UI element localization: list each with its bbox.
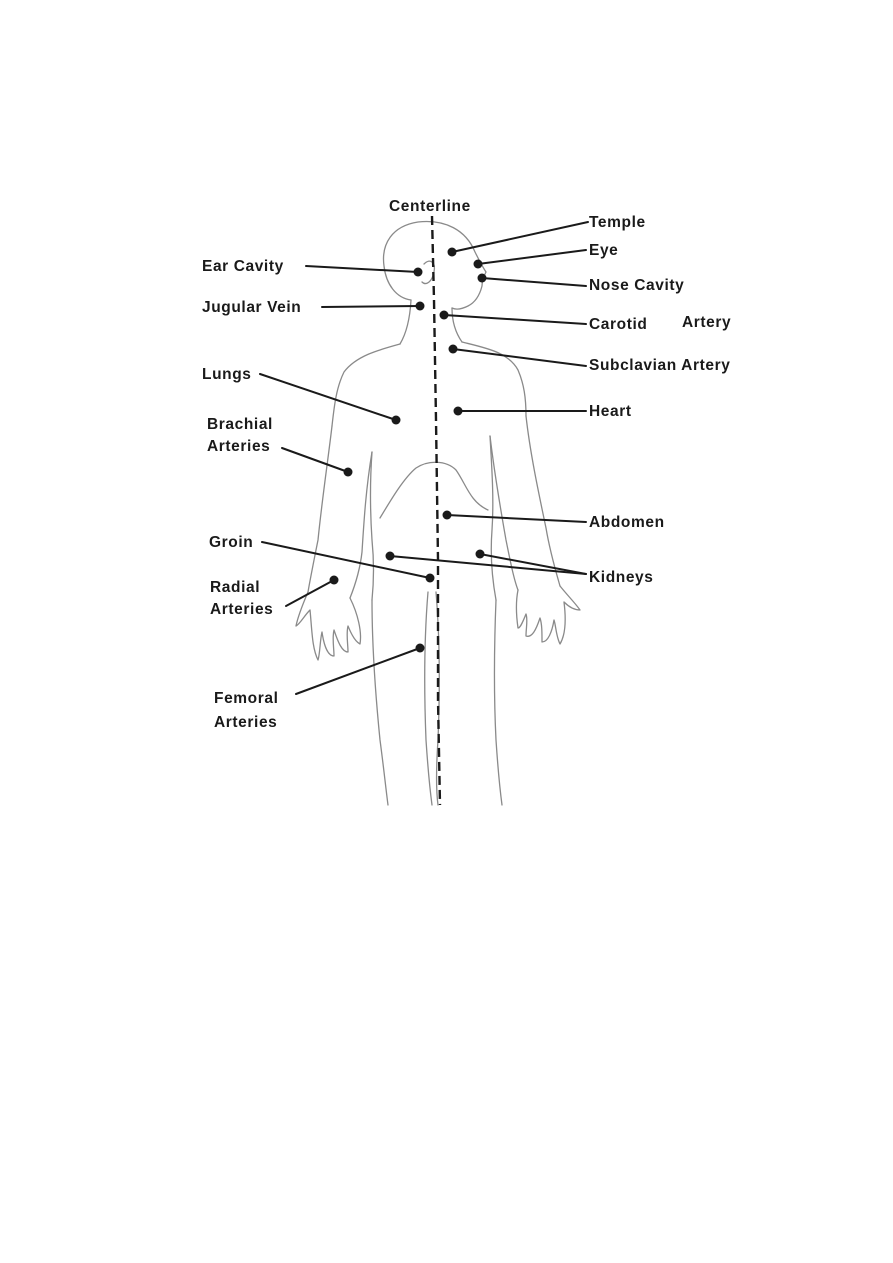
dot-groin: [425, 573, 435, 583]
left-arm-inner: [349, 451, 373, 599]
label-eye: Eye: [589, 242, 618, 259]
label-brachial-1: Brachial: [207, 416, 273, 433]
label-heart: Heart: [589, 403, 632, 420]
dot-radial: [329, 575, 339, 585]
label-groin: Groin: [209, 534, 253, 551]
label-brachial-2: Arteries: [207, 438, 270, 455]
label-radial-2: Arteries: [210, 601, 273, 618]
left-hand: [295, 591, 362, 661]
leader-kidneys-left: [389, 555, 587, 575]
leader-lines: [259, 221, 589, 695]
leader-nose-cavity: [481, 277, 587, 287]
leader-temple: [451, 221, 589, 253]
leader-jugular-vein: [321, 305, 421, 308]
torso-left: [369, 451, 375, 601]
leader-lungs: [259, 373, 397, 421]
label-centerline: Centerline: [389, 198, 471, 215]
leader-abdomen: [446, 514, 587, 523]
right-arm-inner: [489, 435, 519, 591]
neck-right: [451, 307, 463, 343]
rib-arch: [379, 461, 489, 519]
leader-brachial: [281, 447, 349, 473]
dot-ear-cavity: [413, 267, 423, 277]
leader-carotid: [443, 314, 587, 325]
label-abdomen: Abdomen: [589, 514, 665, 531]
dot-temple: [447, 247, 457, 257]
label-femoral-2: Arteries: [214, 714, 277, 731]
label-nose-cavity: Nose Cavity: [589, 277, 684, 294]
label-ear-cavity: Ear Cavity: [202, 258, 284, 275]
leader-eye: [477, 249, 587, 265]
label-kidneys: Kidneys: [589, 569, 654, 586]
label-lungs: Lungs: [202, 366, 252, 383]
right-leg-outer: [493, 599, 503, 806]
labels: Centerline Temple Eye Ear Cavity Nose Ca…: [202, 198, 731, 731]
leader-groin: [261, 541, 431, 579]
leader-kidneys-right: [479, 553, 587, 575]
leader-radial: [285, 579, 335, 607]
label-femoral-1: Femoral: [214, 690, 279, 707]
label-radial-1: Radial: [210, 579, 260, 596]
dot-subclavian: [448, 344, 458, 354]
label-carotid: Carotid: [589, 316, 647, 333]
leader-subclavian: [452, 348, 587, 367]
dot-lungs: [391, 415, 401, 425]
dot-abdomen: [442, 510, 452, 520]
right-shoulder: [461, 341, 527, 417]
dot-nose-cavity: [477, 273, 487, 283]
leader-femoral: [295, 647, 421, 695]
left-arm-outer: [307, 425, 333, 593]
head-outline: [382, 220, 487, 310]
dot-carotid: [439, 310, 449, 320]
dot-heart: [453, 406, 463, 416]
dot-femoral: [415, 643, 425, 653]
centerline: [430, 215, 442, 806]
left-shoulder: [331, 343, 401, 427]
left-leg-outer: [371, 599, 389, 806]
dot-jugular-vein: [415, 301, 425, 311]
label-jugular-vein: Jugular Vein: [202, 299, 301, 316]
right-arm-outer: [525, 415, 561, 587]
dot-kidney-left: [385, 551, 395, 561]
dot-brachial: [343, 467, 353, 477]
neck-left: [399, 299, 412, 345]
label-subclavian-artery: Subclavian Artery: [589, 357, 730, 374]
right-hand: [515, 585, 581, 645]
dot-eye: [473, 259, 483, 269]
torso-right: [489, 435, 497, 601]
label-temple: Temple: [589, 214, 646, 231]
leader-ear-cavity: [305, 265, 419, 273]
left-leg-inner: [424, 591, 433, 806]
marker-dots: [329, 247, 487, 653]
dot-kidney-right: [475, 549, 485, 559]
label-artery: Artery: [682, 314, 731, 331]
